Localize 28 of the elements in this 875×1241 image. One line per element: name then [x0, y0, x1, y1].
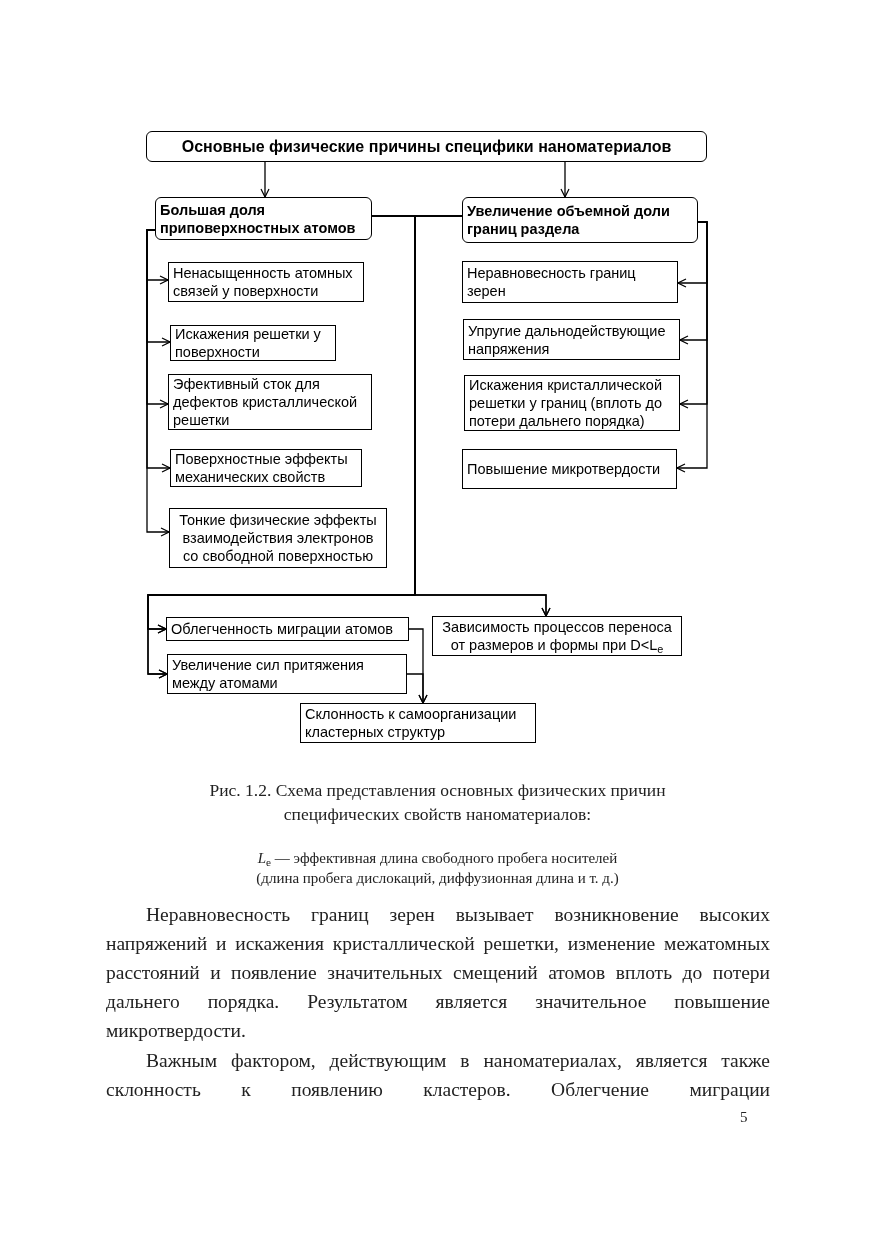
caption-note: (длина пробега дислокаций, диффузионная длина и т. д.) — [255, 869, 620, 888]
body-paragraph: Неравновесность границ зерен вызывает возникновение высоких напряжений и искажения кристаллической решетки, изменение межатомных расстояний и появление значительных смещений атомов вплоть до потери дальнего порядка. Результатом является значительное повышение микротвердости. — [106, 903, 770, 1043]
connector-arrow — [560, 161, 570, 198]
text-box: Неравновесность границ зерен — [462, 261, 678, 303]
text-box: Эфективный сток для дефектов кристаллической решетки — [168, 374, 372, 430]
heading-box: Основные физические причины специфики наноматериалов — [146, 131, 707, 162]
text-box: Упругие дальнодействующие напряжения — [463, 319, 680, 360]
connector-arrow — [146, 229, 170, 537]
heading-box: Увеличение объемной доли границ раздела — [462, 197, 698, 243]
text-box: Тонкие физические эффекты взаимодействия электронов со свободной поверхностью — [169, 508, 387, 568]
text-box: Искажения кристаллической решетки у границ (вплоть до потери дальнего порядка) — [464, 375, 680, 431]
caption-note: L$_{e}$ — эффективная длина свободного пробега носителей — [256, 849, 619, 868]
connector-arrow — [406, 673, 428, 704]
connector-arrow — [260, 161, 270, 198]
text-box: Склонность к самоорганизации кластерных структур — [300, 703, 536, 743]
heading-box: Большая доля приповерхностных атомов — [155, 197, 372, 240]
text-box: Облегченность миграции атомов — [166, 617, 409, 641]
page-number: 5 — [740, 1108, 748, 1127]
text-box: Ненасыщенность атомных связей у поверхности — [168, 262, 364, 302]
text-box: Поверхностные эффекты механических свойств — [170, 449, 362, 487]
connector-arrow — [676, 221, 708, 473]
text-box: Зависимость процессов переноса от размеров и формы при D<L$_{e}$ — [432, 616, 682, 656]
figure-caption: Рис. 1.2. Схема представления основных физических причин специфических свойств наноматериалов: — [208, 779, 667, 826]
body-paragraph: Важным фактором, действующим в наноматериалах, является также склонность к появлению кластеров. Облегчение миграции — [106, 1049, 770, 1102]
text-box: Искажения решетки у поверхности — [170, 325, 336, 361]
connector-arrow — [414, 215, 551, 617]
text-box: Повышение микротвердости — [462, 449, 677, 489]
text-box: Увеличение сил притяжения между атомами — [167, 654, 407, 694]
